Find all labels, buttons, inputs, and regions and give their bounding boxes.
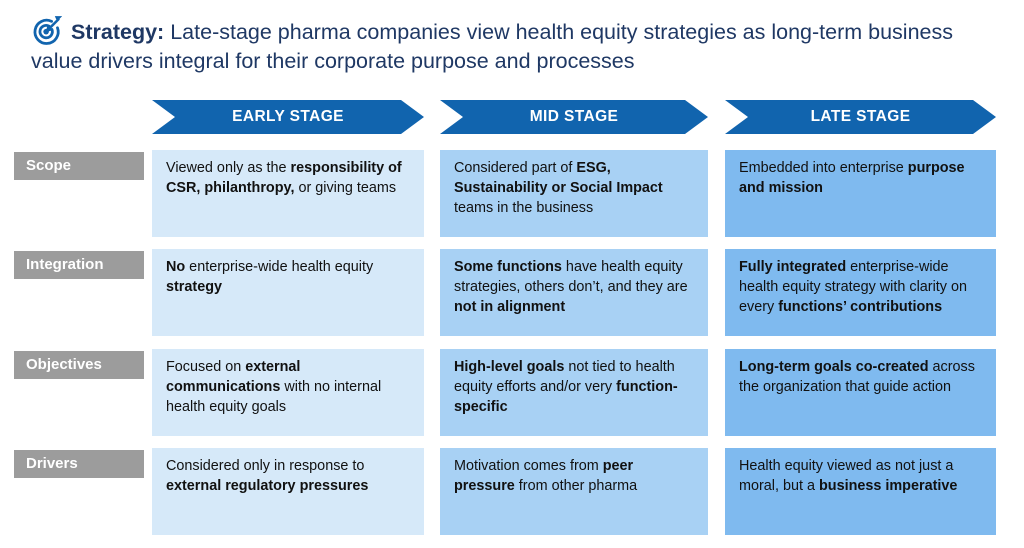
cell-drivers-mid: Motivation comes from peer pressure from…	[440, 448, 708, 535]
row-label-objectives: Objectives	[14, 351, 144, 379]
stage-arrow-mid-label: MID STAGE	[529, 108, 619, 125]
row-drivers: Drivers Considered only in response to e…	[0, 448, 1024, 535]
stage-arrow-early-label: EARLY STAGE	[232, 108, 344, 125]
cell-integration-early: No enterprise-wide health equity strateg…	[152, 249, 424, 336]
row-scope: Scope Viewed only as the responsibility …	[0, 150, 1024, 237]
target-dart-icon	[31, 15, 62, 46]
cell-scope-mid: Considered part of ESG, Sustainability o…	[440, 150, 708, 237]
cell-scope-early: Viewed only as the responsibility of CSR…	[152, 150, 424, 237]
row-label-integration: Integration	[14, 251, 144, 279]
stage-arrow-mid: MID STAGE	[440, 100, 708, 134]
cell-objectives-late: Long-term goals co-created across the or…	[725, 349, 996, 436]
cell-integration-late: Fully integrated enterprise-wide health …	[725, 249, 996, 336]
cell-drivers-late: Health equity viewed as not just a moral…	[725, 448, 996, 535]
cell-objectives-mid: High-level goals not tied to health equi…	[440, 349, 708, 436]
stage-header-row: EARLY STAGE MID STAGE LATE STAGE	[0, 100, 1024, 134]
stage-arrow-late-label: LATE STAGE	[810, 108, 911, 125]
row-objectives: Objectives Focused on external communica…	[0, 349, 1024, 436]
title-lead: Strategy:	[71, 20, 165, 44]
title-text: Late-stage pharma companies view health …	[31, 20, 953, 73]
cell-scope-late: Embedded into enterprise purpose and mis…	[725, 150, 996, 237]
row-label-drivers: Drivers	[14, 450, 144, 478]
page-title: Strategy:Late-stage pharma companies vie…	[31, 15, 997, 76]
cell-drivers-early: Considered only in response to external …	[152, 448, 424, 535]
cell-integration-mid: Some functions have health equity strate…	[440, 249, 708, 336]
cell-objectives-early: Focused on external communications with …	[152, 349, 424, 436]
row-integration: Integration No enterprise-wide health eq…	[0, 249, 1024, 336]
stage-arrow-late: LATE STAGE	[725, 100, 996, 134]
stage-arrow-early: EARLY STAGE	[152, 100, 424, 134]
row-label-scope: Scope	[14, 152, 144, 180]
